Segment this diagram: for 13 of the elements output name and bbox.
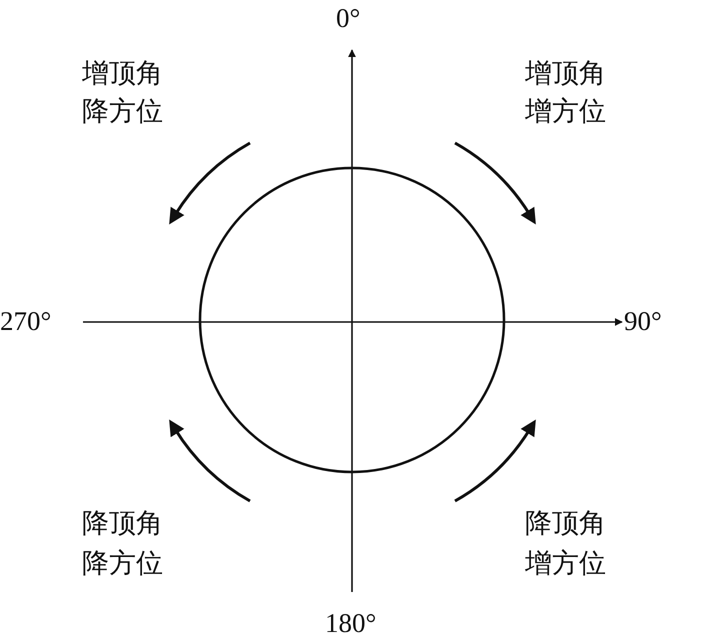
direction-label: 降方位 [82,95,163,127]
angle-label: 0° [336,2,360,34]
direction-label: 增方位 [525,95,606,127]
direction-label: 增方位 [525,547,606,579]
direction-label: 增顶角 [82,57,163,89]
angle-label: 90° [624,305,662,337]
angle-label: 180° [325,607,376,639]
direction-label: 降顶角 [82,507,163,539]
direction-label: 增顶角 [525,57,606,89]
direction-label: 降方位 [82,547,163,579]
direction-label: 降顶角 [525,507,606,539]
circle-outline [198,166,506,474]
angle-label: 270° [0,305,52,337]
